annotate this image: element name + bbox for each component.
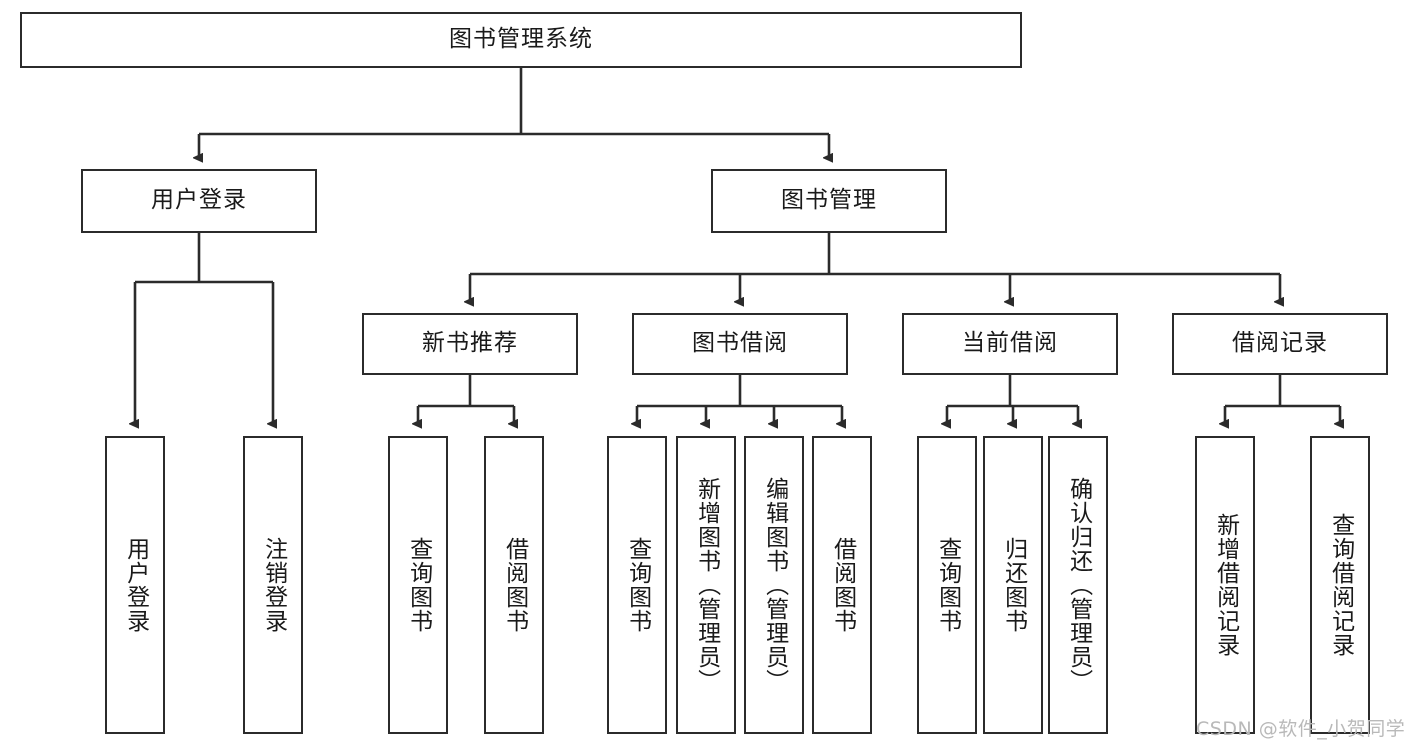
leaf-borrow-book-2-label: 借阅图书 bbox=[829, 537, 856, 633]
leaf-edit-book[interactable]: 编辑图书（管理员） bbox=[744, 436, 804, 734]
node-book-manage-label: 图书管理 bbox=[781, 187, 877, 214]
leaf-add-book[interactable]: 新增图书（管理员） bbox=[676, 436, 736, 734]
leaf-query-book-3-label: 查询图书 bbox=[934, 537, 961, 633]
node-user-login-label: 用户登录 bbox=[151, 187, 247, 214]
node-borrow-record[interactable]: 借阅记录 bbox=[1172, 313, 1388, 375]
node-user-login[interactable]: 用户登录 bbox=[81, 169, 317, 233]
leaf-confirm-return-label: 确认归还（管理员） bbox=[1065, 477, 1092, 693]
node-new-book-rec-label: 新书推荐 bbox=[422, 330, 518, 357]
leaf-query-record-label: 查询借阅记录 bbox=[1327, 513, 1354, 657]
leaf-query-record[interactable]: 查询借阅记录 bbox=[1310, 436, 1370, 734]
leaf-query-book-1-label: 查询图书 bbox=[405, 537, 432, 633]
leaf-add-record-label: 新增借阅记录 bbox=[1212, 513, 1239, 657]
leaf-borrow-book-2[interactable]: 借阅图书 bbox=[812, 436, 872, 734]
leaf-borrow-book-1[interactable]: 借阅图书 bbox=[484, 436, 544, 734]
leaf-edit-book-label: 编辑图书（管理员） bbox=[761, 477, 788, 693]
node-root-label: 图书管理系统 bbox=[449, 26, 593, 53]
node-root[interactable]: 图书管理系统 bbox=[20, 12, 1022, 68]
leaf-add-record[interactable]: 新增借阅记录 bbox=[1195, 436, 1255, 734]
leaf-query-book-2[interactable]: 查询图书 bbox=[607, 436, 667, 734]
node-borrow-record-label: 借阅记录 bbox=[1232, 330, 1328, 357]
leaf-logout-label: 注销登录 bbox=[260, 537, 287, 633]
node-book-manage[interactable]: 图书管理 bbox=[711, 169, 947, 233]
leaf-borrow-book-1-label: 借阅图书 bbox=[501, 537, 528, 633]
node-current-borrow[interactable]: 当前借阅 bbox=[902, 313, 1118, 375]
node-book-borrow[interactable]: 图书借阅 bbox=[632, 313, 848, 375]
leaf-return-book[interactable]: 归还图书 bbox=[983, 436, 1043, 734]
leaf-query-book-3[interactable]: 查询图书 bbox=[917, 436, 977, 734]
leaf-logout[interactable]: 注销登录 bbox=[243, 436, 303, 734]
node-book-borrow-label: 图书借阅 bbox=[692, 330, 788, 357]
node-new-book-rec[interactable]: 新书推荐 bbox=[362, 313, 578, 375]
leaf-return-book-label: 归还图书 bbox=[1000, 537, 1027, 633]
leaf-query-book-2-label: 查询图书 bbox=[624, 537, 651, 633]
leaf-query-book-1[interactable]: 查询图书 bbox=[388, 436, 448, 734]
node-current-borrow-label: 当前借阅 bbox=[962, 330, 1058, 357]
csdn-watermark: CSDN @软件_小贺同学 bbox=[1196, 718, 1405, 740]
leaf-add-book-label: 新增图书（管理员） bbox=[693, 477, 720, 693]
leaf-confirm-return[interactable]: 确认归还（管理员） bbox=[1048, 436, 1108, 734]
leaf-user-login-label: 用户登录 bbox=[122, 537, 149, 633]
leaf-user-login[interactable]: 用户登录 bbox=[105, 436, 165, 734]
